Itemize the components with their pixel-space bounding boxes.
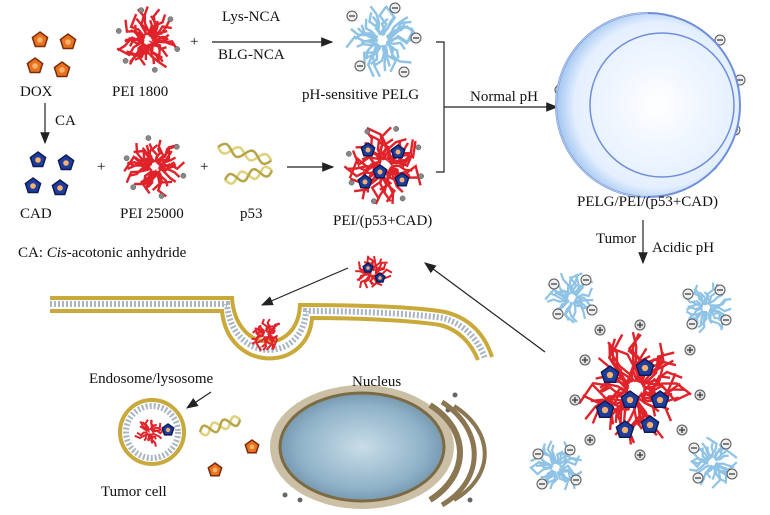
arrows xyxy=(40,37,648,409)
label-nucleus: Nucleus xyxy=(352,374,402,390)
label-p53: p53 xyxy=(240,206,263,222)
detached-pelg-1 xyxy=(544,272,598,324)
pelg-particle xyxy=(345,2,422,78)
ca-def-italic: Cis xyxy=(46,245,67,261)
endosome-vesicle xyxy=(118,398,186,466)
arrow-endosome-escape xyxy=(186,391,212,409)
endosome-particle xyxy=(251,318,281,352)
detached-pelg-3 xyxy=(529,440,583,491)
free-payload xyxy=(198,414,260,477)
label-endosome: Endosome/lysosome xyxy=(89,371,214,387)
label-dox: DOX xyxy=(20,84,53,100)
label-pei-complex: PEI/(p53+CAD) xyxy=(333,213,433,229)
plus-2: + xyxy=(97,159,106,175)
ca-def-rest: -acotonic anhydride xyxy=(66,245,187,261)
bracket-combine xyxy=(436,41,445,173)
cell-membrane xyxy=(50,296,494,361)
arrow-release-back xyxy=(424,262,546,353)
pei1800-particle xyxy=(115,6,181,73)
pelg-shell-particle xyxy=(555,12,741,198)
label-pei1800: PEI 1800 xyxy=(112,84,169,100)
dox-molecules xyxy=(26,31,77,78)
label-ca-definition: CA: Cis-acotonic anhydride xyxy=(18,246,186,261)
pei25000-particle xyxy=(123,135,187,199)
label-cad: CAD xyxy=(20,206,52,222)
nucleus xyxy=(270,385,487,509)
label-pelg: pH-sensitive PELG xyxy=(302,87,420,103)
label-blg-nca: BLG-NCA xyxy=(218,47,285,63)
label-tumor-cell: Tumor cell xyxy=(101,484,167,500)
cad-molecules xyxy=(24,151,75,196)
plus-3: + xyxy=(200,159,209,175)
detached-pelg-4 xyxy=(688,436,738,489)
label-normal-ph: Normal pH xyxy=(470,89,538,105)
pei-complex-particle xyxy=(343,126,424,205)
label-ca-arrow: CA xyxy=(55,113,76,129)
label-pei25000: PEI 25000 xyxy=(120,206,184,222)
label-tumor: Tumor xyxy=(596,231,637,247)
small-complex-particle xyxy=(355,255,393,289)
released-complex xyxy=(569,319,706,461)
label-lys-nca: Lys-NCA xyxy=(222,9,281,25)
ca-def-prefix: CA: xyxy=(18,245,47,261)
label-pelg-complex: PELG/PEI/(p53+CAD) xyxy=(577,194,718,210)
arrow-into-cell xyxy=(260,267,349,306)
plus-1: + xyxy=(190,34,199,50)
p53-helices xyxy=(216,142,274,186)
label-acidic-ph: Acidic pH xyxy=(652,240,715,256)
detached-pelg-2 xyxy=(682,282,732,334)
